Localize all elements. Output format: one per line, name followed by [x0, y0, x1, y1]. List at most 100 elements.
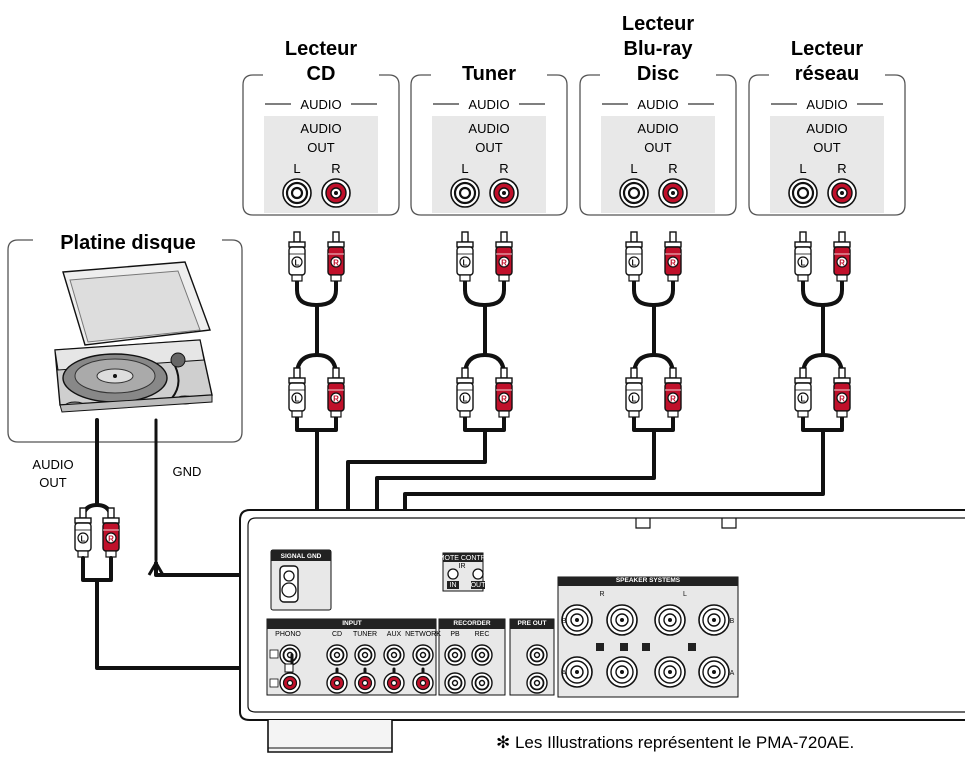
input-network-label: NETWORK: [405, 631, 441, 638]
plug-left-icon: L: [625, 367, 643, 418]
tuner-section-label: AUDIO: [468, 97, 509, 112]
svg-text:L: L: [801, 259, 806, 268]
ir-in-label: IN: [450, 582, 457, 589]
svg-text:L: L: [801, 395, 806, 404]
network-out-line-2: OUT: [813, 140, 841, 155]
speaker-terminal-icon: [698, 604, 730, 636]
input-jack-left-icon: [326, 644, 348, 666]
jack-right-icon: [827, 178, 857, 208]
signal-gnd-label: SIGNAL GND: [281, 553, 322, 560]
device-box-network: [748, 74, 906, 216]
cd-section-label: AUDIO: [300, 97, 341, 112]
input-tuner-label: TUNER: [353, 631, 377, 638]
turntable-box: [7, 239, 243, 443]
minus-icon: [642, 643, 650, 651]
svg-text:L: L: [632, 395, 637, 404]
input-jack-right-icon: [279, 672, 301, 694]
pre-out-label: PRE OUT: [518, 620, 547, 627]
recorder-jack-icon: [444, 672, 466, 694]
bluray-title-line-1: Lecteur: [622, 13, 694, 35]
svg-text:R: R: [839, 259, 845, 268]
input-jack-left-icon: [383, 644, 405, 666]
svg-text:R: R: [333, 259, 339, 268]
turntable-audio-out-line-2: OUT: [39, 475, 67, 490]
svg-text:L: L: [295, 395, 300, 404]
device-box-bluray: [579, 74, 737, 216]
cable-turntable-join: [81, 556, 113, 582]
network-title-line-2: réseau: [795, 63, 860, 85]
jack-right-icon: [658, 178, 688, 208]
remote-control-label: REMOTE CONTROL: [429, 555, 495, 562]
plug-right-icon: R: [664, 231, 682, 282]
cable-bluray: [632, 279, 675, 452]
recorder-jack-icon: [471, 644, 493, 666]
cd-r-label: R: [331, 161, 340, 176]
jack-right-icon: [489, 178, 519, 208]
input-cd-label: CD: [332, 631, 342, 638]
signal-gnd-terminal-icon: [279, 565, 299, 603]
input-label: INPUT: [342, 620, 362, 627]
speaker-terminal-icon: [606, 604, 638, 636]
speaker-b-label: B: [562, 618, 567, 625]
channel-l-icon: [269, 649, 279, 659]
input-jack-left-icon: [412, 644, 434, 666]
plug-right-icon: R: [833, 231, 851, 282]
ir-out-label: OUT: [471, 582, 487, 589]
bluray-out-line-2: OUT: [644, 140, 672, 155]
recorder-label: RECORDER: [453, 620, 491, 627]
plug-left-icon: L: [625, 231, 643, 282]
bluray-title-line-3: Disc: [637, 63, 679, 85]
recorder-pb-label: PB: [450, 631, 460, 638]
svg-text:L: L: [295, 259, 300, 268]
turntable-audio-out-line-1: AUDIO: [32, 457, 73, 472]
plug-left-icon: L: [288, 367, 306, 418]
pre-out-jack-icon: [526, 644, 548, 666]
speaker-a-label: A: [730, 670, 735, 677]
network-r-label: R: [837, 161, 846, 176]
plug-right-icon: R: [495, 367, 513, 418]
svg-text:L: L: [463, 395, 468, 404]
plug-left-icon: L: [456, 231, 474, 282]
cable-tuner: [463, 279, 506, 452]
speaker-terminal-icon: [698, 656, 730, 688]
speaker-terminal-icon: [654, 604, 686, 636]
input-phono-label: PHONO: [275, 631, 301, 638]
recorder-jack-icon: [444, 644, 466, 666]
cd-title-line-1: Lecteur: [285, 38, 357, 60]
plug-left-icon: L: [74, 507, 92, 558]
plug-left-icon: L: [794, 367, 812, 418]
ir-out-jack-icon: [472, 568, 484, 580]
svg-text:R: R: [333, 395, 339, 404]
plug-tip-icon: [284, 663, 294, 673]
plug-right-icon: R: [102, 507, 120, 558]
cd-out-line-2: OUT: [307, 140, 335, 155]
tuner-out-line-2: OUT: [475, 140, 503, 155]
channel-r-icon: [269, 678, 279, 688]
plus-icon: [596, 643, 604, 651]
plug-right-icon: R: [664, 367, 682, 418]
cd-out-line-1: AUDIO: [300, 121, 341, 136]
recorder-jack-icon: [471, 672, 493, 694]
input-jack-left-icon: [354, 644, 376, 666]
cable-turntable-to-phono: [95, 578, 288, 670]
svg-text:R: R: [670, 259, 676, 268]
plug-left-icon: L: [456, 367, 474, 418]
speaker-terminal-icon: [561, 656, 593, 688]
input-jack-right-icon: [383, 672, 405, 694]
tuner-r-label: R: [499, 161, 508, 176]
jack-left-icon: [618, 177, 650, 209]
svg-text:R: R: [108, 535, 114, 544]
plug-right-icon: R: [327, 367, 345, 418]
svg-text:L: L: [81, 535, 86, 544]
ir-in-jack-icon: [447, 568, 459, 580]
svg-text:R: R: [501, 395, 507, 404]
tuner-out-line-1: AUDIO: [468, 121, 509, 136]
amplifier-foot: [267, 720, 393, 753]
svg-text:R: R: [839, 395, 845, 404]
network-l-label: L: [799, 161, 806, 176]
speaker-a-label: A: [562, 670, 567, 677]
cd-title-line-2: CD: [307, 63, 336, 85]
bluray-r-label: R: [668, 161, 677, 176]
device-box-cd: [242, 74, 400, 216]
